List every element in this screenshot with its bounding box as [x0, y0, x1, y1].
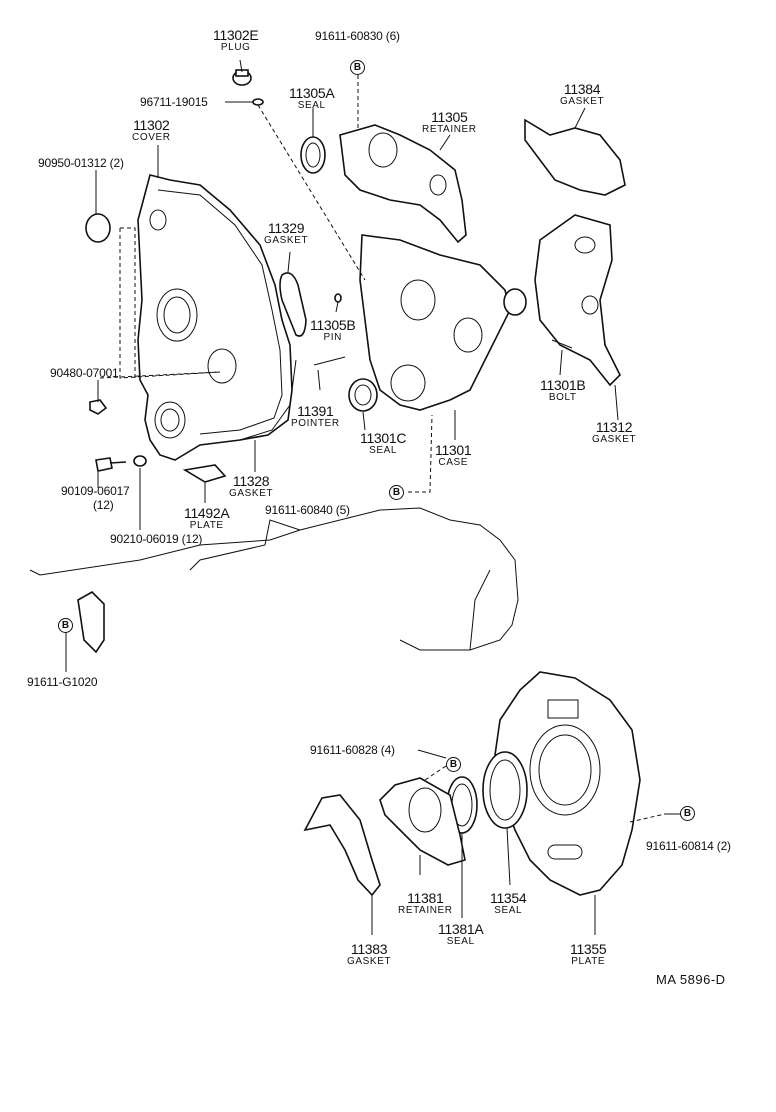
seal-11305A-drawing: [300, 136, 326, 174]
gasket-11384-drawing: [524, 118, 626, 196]
gasket-11329-drawing: [279, 272, 307, 337]
plate-11492A-drawing: [182, 464, 227, 483]
label-90109-06017: 90109-06017: [61, 484, 130, 498]
bolt-11301B-drawing: [551, 339, 573, 349]
diagram-code: MA 5896-D: [656, 972, 726, 987]
label-91611-60814: 91611-60814 (2): [646, 839, 731, 853]
label-96711-19015: 96711-19015: [140, 95, 208, 109]
label-91611-60828: 91611-60828 (4): [310, 743, 395, 757]
label-90950-01312: 90950-01312 (2): [38, 156, 124, 170]
timing-cover-drawing: [137, 174, 293, 461]
pin-96711-drawing: [252, 98, 264, 106]
label-91611-60840: 91611-60840 (5): [265, 503, 350, 517]
ref-mark-b-retainer: B: [446, 757, 461, 772]
case-11301-drawing: [359, 234, 527, 411]
gasket-11328-drawing: [239, 359, 297, 441]
gasket-11383-drawing: [303, 794, 381, 897]
pin-11305B-drawing: [334, 293, 342, 303]
washer-90210-drawing: [133, 455, 147, 467]
ref-mark-b-bracket: B: [58, 618, 73, 633]
seal-11354-drawing: [482, 751, 528, 829]
gasket-11312-drawing: [534, 214, 621, 387]
label-90210-06019: 90210-06019 (12): [110, 532, 203, 546]
bolt-90480-drawing: [89, 399, 108, 415]
phantom-lines: [99, 227, 666, 823]
label-91611-60830: 91611-60830 (6): [315, 29, 400, 43]
label-90109-qty: (12): [93, 498, 114, 512]
engine-block-outline: [29, 507, 519, 651]
bolt-90109-drawing: [95, 457, 127, 472]
retainer-11381-drawing: [379, 777, 466, 866]
ref-mark-b-plate: B: [680, 806, 695, 821]
plug-11302E-drawing: [232, 69, 252, 86]
pointer-11391-drawing: [313, 356, 346, 366]
label-90480-07001: 90480-07001: [50, 366, 119, 380]
label-91611-G1020: 91611-G1020: [27, 675, 98, 689]
bracket-drawing: [77, 591, 105, 654]
ref-mark-b-case: B: [389, 485, 404, 500]
leader-lines: [65, 59, 680, 935]
plug-90950-drawing: [85, 213, 111, 243]
ref-mark-b-top: B: [350, 60, 365, 75]
retainer-11305-drawing: [339, 124, 467, 244]
seal-11301C-drawing: [348, 378, 378, 412]
